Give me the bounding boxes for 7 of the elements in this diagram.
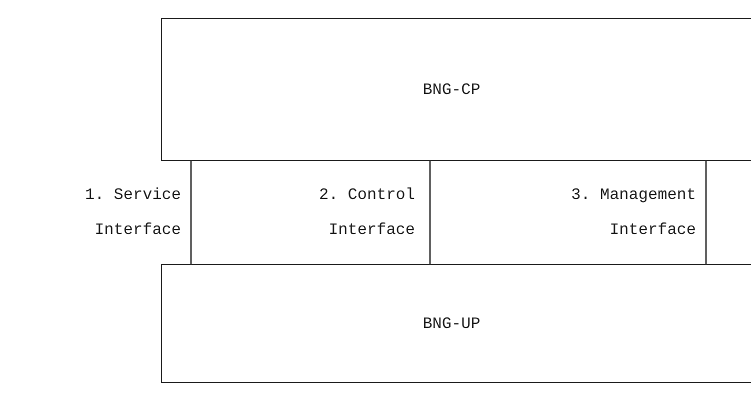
interface-line: [705, 161, 707, 264]
component-box: [161, 18, 751, 161]
box-label: BNG-UP: [422, 314, 480, 332]
interface-line: [190, 161, 192, 264]
component-box: [161, 264, 751, 383]
box-label: BNG-CP: [422, 80, 480, 98]
interface-line: [429, 161, 431, 264]
